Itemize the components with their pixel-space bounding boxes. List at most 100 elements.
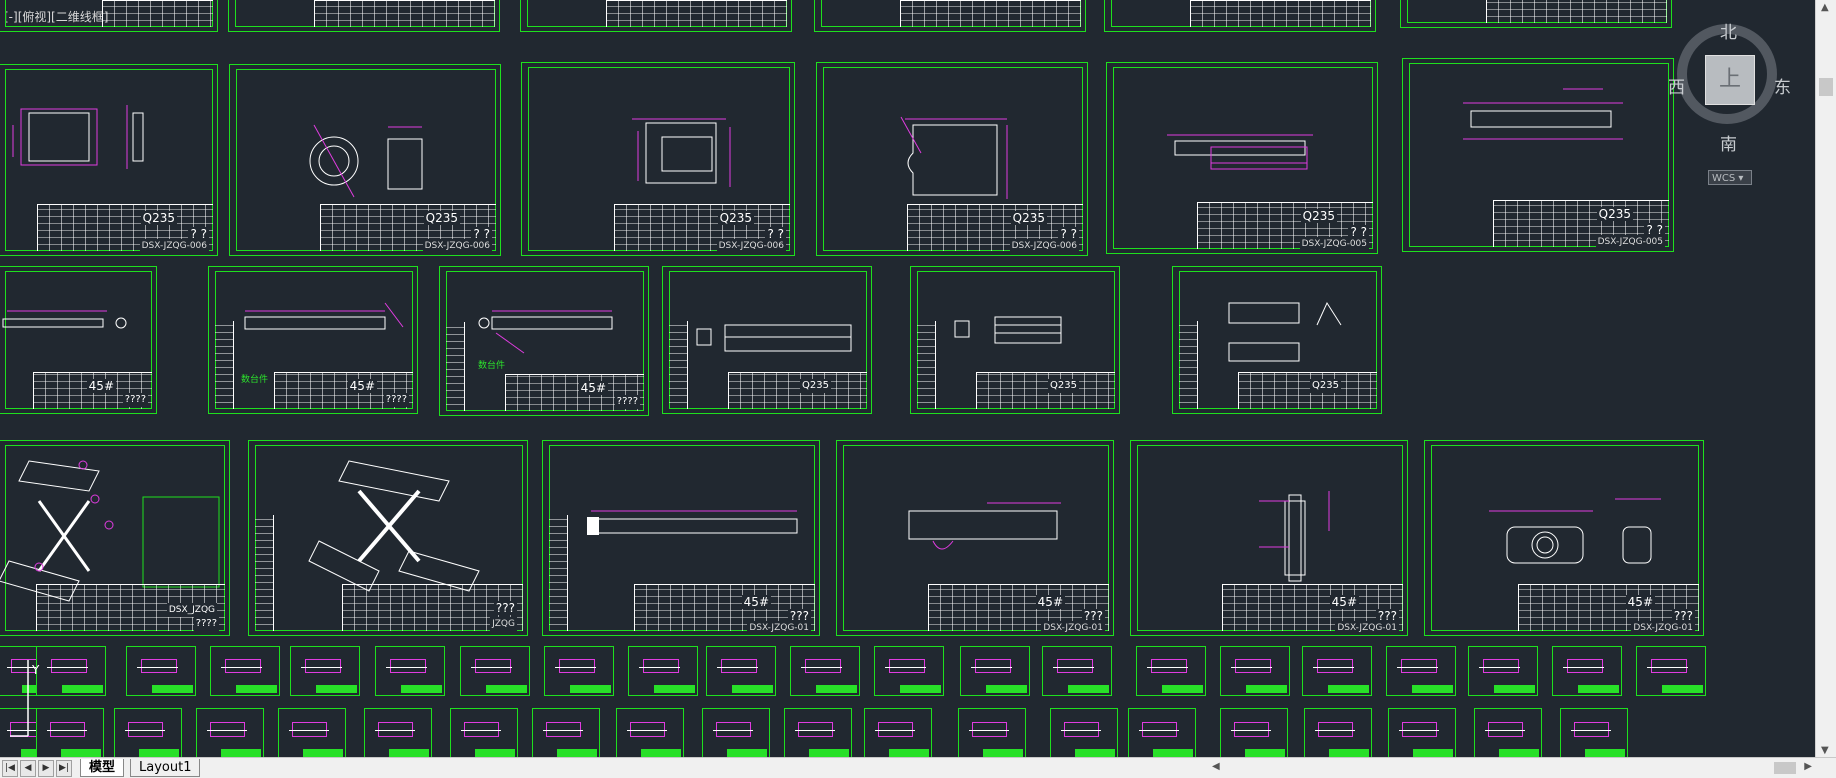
thumbnail-sheet[interactable] xyxy=(1304,708,1372,758)
thumbnail-sheet[interactable] xyxy=(36,646,106,696)
thumbnail-sheet[interactable] xyxy=(196,708,264,758)
scroll-left-icon[interactable]: ◀ xyxy=(1212,761,1220,772)
material-label: Q235 xyxy=(1310,379,1341,393)
quantity-label: ? ? xyxy=(1644,223,1665,237)
compass-north[interactable]: 北 xyxy=(1720,23,1737,43)
thumbnail-sheet[interactable] xyxy=(1050,708,1118,758)
thumbnail-sheet[interactable] xyxy=(1220,646,1290,696)
drawing-sheet[interactable]: Q235 ? ? DSX-JZQG-005 xyxy=(1402,58,1674,252)
drawing-sheet[interactable] xyxy=(1400,0,1672,28)
drawing-canvas[interactable]: [-][俯视][二维线框] Q235 ? ? DSX-JZQG-006 Q2 xyxy=(0,0,1816,758)
thumbnail-sheet[interactable] xyxy=(702,708,770,758)
thumbnail-sheet[interactable] xyxy=(1386,646,1456,696)
thumbnail-sheet[interactable] xyxy=(616,708,684,758)
scroll-up-icon[interactable]: ▲ xyxy=(1821,2,1829,13)
thumbnail-sheet[interactable] xyxy=(864,708,932,758)
drawing-sheet[interactable]: Q235 xyxy=(910,266,1120,414)
last-tab-icon[interactable]: ▶| xyxy=(56,760,72,777)
tab-layout1[interactable]: Layout1 xyxy=(130,759,201,777)
wcs-menu[interactable]: WCS ▾ xyxy=(1708,170,1752,185)
compass-east[interactable]: 东 xyxy=(1774,78,1791,98)
quantity-label: ???? xyxy=(122,393,148,407)
thumbnail-sheet[interactable] xyxy=(1042,646,1112,696)
drawing-sheet[interactable]: 45# ??? DSX-JZQG-01 xyxy=(1130,440,1408,636)
vertical-scrollbar[interactable]: ▲ ▼ xyxy=(1815,0,1836,758)
material-label: Q235 xyxy=(140,211,177,225)
drawing-sheet[interactable]: Q235 ? ? DSX-JZQG-006 xyxy=(816,62,1088,256)
scroll-thumb[interactable] xyxy=(1774,762,1796,774)
thumbnail-sheet[interactable] xyxy=(532,708,600,758)
drawing-sheet[interactable]: Q235 ? ? DSX-JZQG-006 xyxy=(0,64,218,256)
part-drawing xyxy=(244,302,404,330)
thumbnail-sheet[interactable] xyxy=(1302,646,1372,696)
viewport-controls-label[interactable]: [-][俯视][二维线框] xyxy=(4,10,109,24)
quantity-label: ???? xyxy=(383,393,409,407)
drawing-sheet[interactable]: 45# ??? DSX-JZQG-01 xyxy=(1424,440,1704,636)
next-tab-icon[interactable]: ▶ xyxy=(38,760,54,777)
scroll-thumb[interactable] xyxy=(1819,78,1833,96)
drawing-sheet[interactable]: 数台件 45# ???? xyxy=(208,266,418,414)
horizontal-scrollbar[interactable]: ◀ ▶ xyxy=(1208,760,1816,776)
compass-south[interactable]: 南 xyxy=(1720,135,1737,155)
thumbnail-sheet[interactable] xyxy=(1560,708,1628,758)
drawing-sheet[interactable]: DSX_JZQG ???? xyxy=(0,440,230,636)
thumbnail-sheet[interactable] xyxy=(210,646,280,696)
drawing-sheet[interactable] xyxy=(0,0,218,32)
part-drawing xyxy=(2,310,127,329)
viewcube-top-face[interactable]: 上 xyxy=(1705,55,1755,105)
prev-tab-icon[interactable]: ◀ xyxy=(20,760,36,777)
scroll-right-icon[interactable]: ▶ xyxy=(1804,761,1812,772)
drawing-sheet[interactable]: Q235 xyxy=(1172,266,1382,414)
viewcube[interactable]: 上 北 南 西 东 xyxy=(1668,18,1793,155)
scroll-down-icon[interactable]: ▼ xyxy=(1821,745,1829,756)
quantity-label: ??? xyxy=(1081,609,1105,623)
thumbnail-sheet[interactable] xyxy=(628,646,698,696)
thumbnail-sheet[interactable] xyxy=(450,708,518,758)
drawing-sheet[interactable] xyxy=(228,0,500,32)
compass-ring[interactable] xyxy=(1677,24,1777,124)
thumbnail-sheet[interactable] xyxy=(544,646,614,696)
tab-model[interactable]: 模型 xyxy=(80,759,125,777)
drawing-sheet[interactable]: Q235 xyxy=(662,266,872,414)
drawing-sheet[interactable]: Q235 ? ? DSX-JZQG-006 xyxy=(521,62,795,256)
layout-tab-bar: |◀ ◀ ▶ ▶| 模型 Layout1 ◀ ▶ xyxy=(0,757,1836,778)
thumbnail-sheet[interactable] xyxy=(958,708,1026,758)
material-label: 45# xyxy=(347,379,377,393)
drawing-sheet[interactable]: Q235 ? ? DSX-JZQG-005 xyxy=(1106,62,1378,254)
drawing-code: DSX-JZQG-006 xyxy=(422,239,492,253)
thumbnail-sheet[interactable] xyxy=(1220,708,1288,758)
compass-west[interactable]: 西 xyxy=(1668,78,1685,98)
thumbnail-sheet[interactable] xyxy=(1468,646,1538,696)
drawing-sheet[interactable] xyxy=(1104,0,1376,32)
drawing-sheet[interactable]: 45# ??? DSX-JZQG-01 xyxy=(836,440,1114,636)
material-label: DSX_JZQG xyxy=(166,603,217,617)
drawing-sheet[interactable] xyxy=(814,0,1086,32)
thumbnail-sheet[interactable] xyxy=(1636,646,1706,696)
thumbnail-sheet[interactable] xyxy=(874,646,944,696)
first-tab-icon[interactable]: |◀ xyxy=(2,760,18,777)
thumbnail-sheet[interactable] xyxy=(364,708,432,758)
drawing-sheet[interactable]: ??? JZQG xyxy=(248,440,528,636)
thumbnail-sheet[interactable] xyxy=(790,646,860,696)
thumbnail-sheet[interactable] xyxy=(960,646,1030,696)
drawing-sheet[interactable]: Q235 ? ? DSX-JZQG-006 xyxy=(229,64,501,256)
thumbnail-sheet[interactable] xyxy=(784,708,852,758)
drawing-code: DSX-JZQG-005 xyxy=(1595,235,1665,249)
thumbnail-sheet[interactable] xyxy=(375,646,445,696)
thumbnail-sheet[interactable] xyxy=(36,708,104,758)
thumbnail-sheet[interactable] xyxy=(114,708,182,758)
thumbnail-sheet[interactable] xyxy=(290,646,360,696)
drawing-sheet[interactable]: 45# ???? xyxy=(0,266,157,414)
thumbnail-sheet[interactable] xyxy=(706,646,776,696)
drawing-sheet[interactable] xyxy=(520,0,792,32)
thumbnail-sheet[interactable] xyxy=(126,646,196,696)
thumbnail-sheet[interactable] xyxy=(1474,708,1542,758)
drawing-sheet[interactable]: 数台件 45# ???? xyxy=(439,266,649,416)
thumbnail-sheet[interactable] xyxy=(1552,646,1622,696)
thumbnail-sheet[interactable] xyxy=(1136,646,1206,696)
drawing-sheet[interactable]: 45# ??? DSX-JZQG-01 xyxy=(542,440,820,636)
thumbnail-sheet[interactable] xyxy=(1128,708,1196,758)
thumbnail-sheet[interactable] xyxy=(1388,708,1456,758)
thumbnail-sheet[interactable] xyxy=(278,708,346,758)
thumbnail-sheet[interactable] xyxy=(460,646,530,696)
